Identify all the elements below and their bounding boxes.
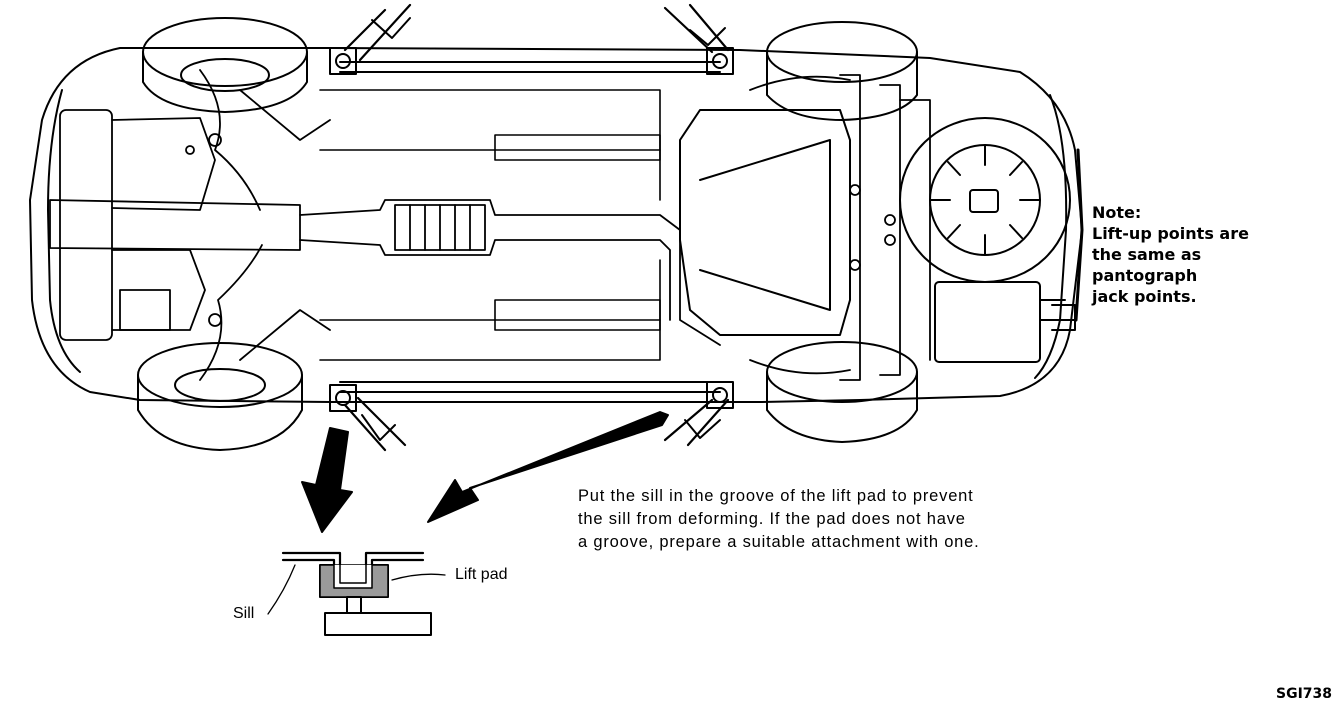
spare-wheel [899, 117, 1071, 283]
sill-label: Sill [233, 605, 255, 622]
front-left-wheel [142, 17, 308, 113]
floor-pan [319, 89, 661, 361]
rear-suspension [749, 74, 931, 381]
rear-left-wheel [137, 342, 303, 451]
note-line: Note: [1092, 203, 1142, 222]
lift-pad-label: Lift pad [455, 566, 508, 583]
right-sill [339, 381, 721, 393]
lift-point-front-left [329, 3, 412, 75]
engine-compartment [49, 69, 331, 381]
front-right-wheel [766, 21, 918, 121]
arrow-left [301, 427, 353, 533]
description-line: the sill from deforming. If the pad does… [578, 510, 966, 528]
note-line: Lift-up points are [1092, 224, 1249, 243]
left-sill [339, 61, 721, 73]
description-line: a groove, prepare a suitable attachment … [578, 533, 980, 551]
note-line: jack points. [1092, 287, 1197, 306]
muffler [934, 281, 1076, 363]
lift-point-rear-left [329, 384, 407, 452]
note-block: Note: Lift-up points are the same as pan… [1092, 202, 1249, 307]
note-line: pantograph [1092, 266, 1198, 285]
car-body-outline [29, 47, 1084, 403]
fuel-tank [679, 109, 851, 336]
figure-code: SGI738 [1276, 686, 1333, 702]
sill-lift-pad-detail [267, 551, 446, 636]
lift-point-front-right [663, 3, 734, 75]
description-line: Put the sill in the groove of the lift p… [578, 487, 974, 505]
rear-right-wheel [766, 341, 918, 443]
note-line: the same as [1092, 245, 1202, 264]
description-block: Put the sill in the groove of the lift p… [578, 485, 980, 554]
arrow-right [427, 411, 669, 523]
lift-point-rear-right [663, 381, 734, 447]
exhaust-system [299, 199, 721, 346]
